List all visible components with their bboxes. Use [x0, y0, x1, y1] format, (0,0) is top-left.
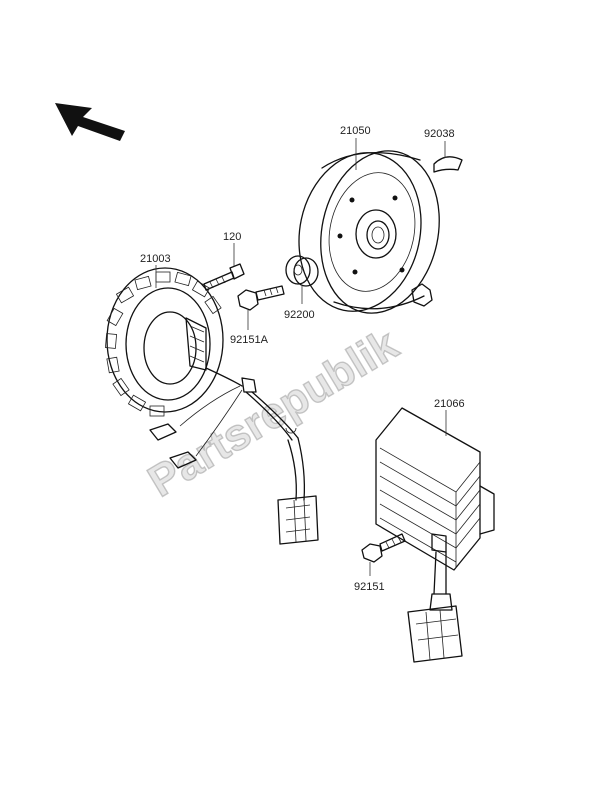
stator-connector-plug[interactable]	[277, 495, 319, 545]
bolt-92151[interactable]	[361, 533, 406, 563]
regulator-connector-plug[interactable]	[407, 605, 463, 663]
part-label-92038: 92038	[424, 128, 455, 140]
stator-wiring-harness[interactable]	[149, 367, 306, 501]
bolt-120[interactable]	[203, 263, 245, 291]
part-label-21003: 21003	[140, 253, 171, 265]
part-label-92151a: 92151A	[230, 334, 269, 346]
part-label-120: 120	[223, 231, 241, 243]
part-label-92151: 92151	[354, 581, 385, 593]
part-label-92200: 92200	[284, 309, 315, 321]
orientation-arrow-icon	[55, 103, 125, 141]
flywheel-rotor[interactable]	[285, 140, 454, 325]
bolt-92151a[interactable]	[237, 285, 285, 311]
woodruff-key[interactable]	[433, 156, 463, 173]
regulator-rectifier[interactable]	[375, 407, 495, 571]
washer-spacer[interactable]	[285, 255, 319, 287]
watermark: Partsrepublik	[140, 319, 407, 506]
regulator-wiring[interactable]	[429, 551, 453, 611]
part-label-21050: 21050	[340, 125, 371, 137]
part-label-21066: 21066	[434, 398, 465, 410]
stator-coil[interactable]	[104, 267, 224, 417]
